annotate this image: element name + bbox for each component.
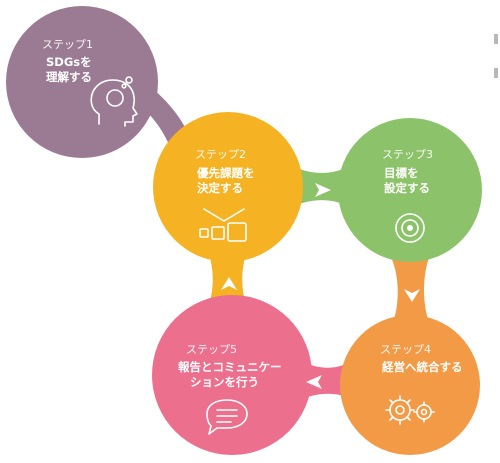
arrow-3-to-4: [404, 289, 420, 302]
target-icon: [395, 213, 425, 243]
step1-title-line2: 理解する: [46, 70, 92, 84]
speech-bubble-icon: [206, 399, 248, 435]
step5-label: ステップ5: [186, 343, 237, 356]
step1-circle: [6, 6, 158, 158]
edge-mark: [494, 34, 498, 44]
step4-title-line1: 経営へ統合する: [382, 360, 463, 374]
head-icon: [90, 76, 138, 127]
step2-title-line2: 決定する: [197, 181, 243, 195]
edge-mark: [494, 68, 498, 78]
step3-title-line1: 目標を: [384, 166, 419, 180]
gears-icon: [385, 395, 435, 425]
step1-label: ステップ1: [42, 38, 93, 51]
connector-4-5: [300, 360, 350, 400]
arrow-5-to-2: [221, 277, 237, 290]
step4-circle: [340, 315, 480, 455]
arrow-1-to-2: [143, 127, 156, 143]
step4-label: ステップ4: [380, 343, 431, 356]
step5-title-line1: 報告とコミュニケー: [178, 360, 282, 374]
arrow-4-to-5: [306, 375, 322, 389]
step3-label: ステップ3: [382, 148, 433, 161]
step1-title-line1: SDGsを: [46, 55, 92, 69]
step2-circle: [153, 112, 303, 262]
step2-label: ステップ2: [195, 148, 246, 161]
priority-boxes-icon: [199, 208, 247, 242]
connector-5-2: [205, 245, 250, 310]
step5-circle: [152, 295, 312, 455]
step2-title-line1: 優先課題を: [196, 166, 255, 180]
step5-title-line2: ションを行う: [190, 375, 259, 389]
connector-3-4: [390, 255, 430, 325]
step3-title-line2: 設定する: [384, 181, 430, 195]
arrow-2-to-3: [315, 183, 331, 197]
step3-circle: [338, 118, 482, 262]
